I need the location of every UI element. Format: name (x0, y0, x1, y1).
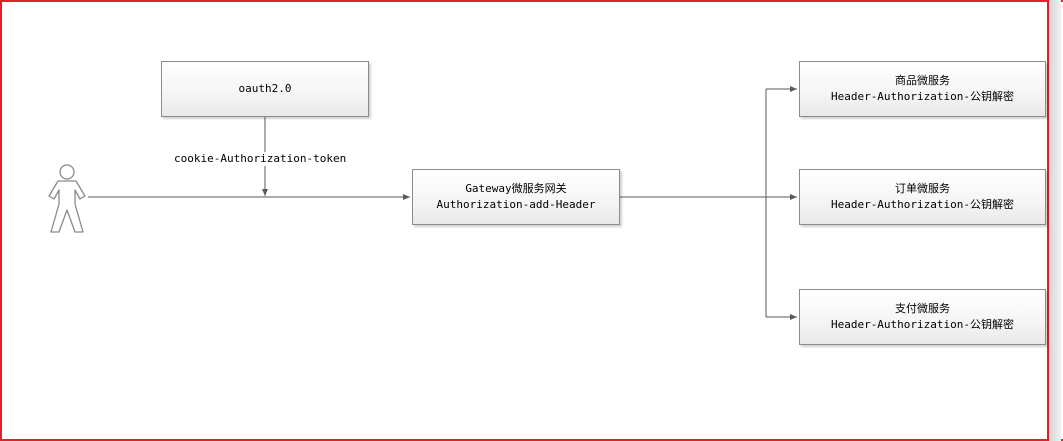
service-detail: Header-Authorization-公钥解密 (830, 198, 1015, 211)
service-detail: Header-Authorization-公钥解密 (830, 318, 1015, 331)
service-box-product[interactable]: 商品微服务 Header-Authorization-公钥解密 (799, 61, 1046, 117)
oauth-server-label: oauth2.0 (238, 82, 292, 95)
service-detail: Header-Authorization-公钥解密 (830, 90, 1015, 103)
gateway-title: Gateway微服务网关 (465, 182, 567, 195)
canvas-frame-right-edge (1047, 0, 1049, 441)
vertical-scrollbar[interactable] (1049, 0, 1061, 441)
oauth-server-box[interactable]: oauth2.0 (161, 61, 369, 117)
service-box-payment[interactable]: 支付微服务 Header-Authorization-公钥解密 (799, 289, 1046, 345)
service-box-order[interactable]: 订单微服务 Header-Authorization-公钥解密 (799, 169, 1046, 225)
service-name: 商品微服务 (895, 74, 950, 87)
user-icon[interactable] (48, 164, 86, 233)
gateway-box[interactable]: Gateway微服务网关 Authorization-add-Header (412, 169, 620, 225)
token-edge-label: cookie-Authorization-token (172, 152, 349, 166)
gateway-subtitle: Authorization-add-Header (436, 198, 596, 211)
service-name: 订单微服务 (895, 182, 950, 195)
service-name: 支付微服务 (895, 302, 950, 315)
